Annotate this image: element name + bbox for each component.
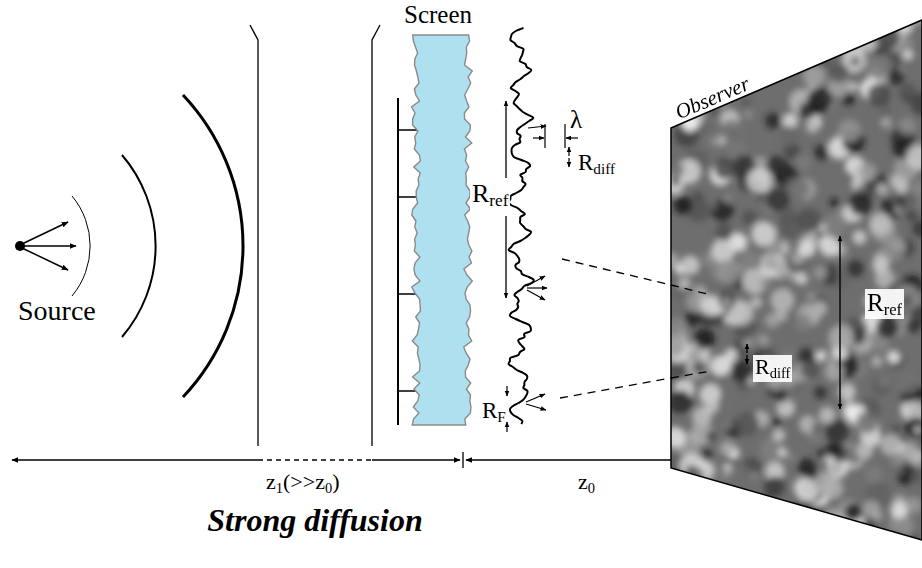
screen-shape — [408, 35, 480, 427]
title-label: Strong diffusion — [207, 503, 423, 538]
speckle-pattern — [663, 4, 922, 556]
observer-plane: ObserverRrefRdiff — [671, 15, 922, 545]
spherical-wavefronts — [72, 95, 243, 397]
observer-arrows — [747, 236, 840, 409]
distorted-wavefront — [509, 28, 534, 424]
screen-band — [412, 35, 473, 425]
projection-lines — [560, 259, 671, 398]
rdiff-label: Rdiff — [578, 150, 615, 177]
rf-label: RF — [482, 398, 506, 425]
observer-outline — [671, 20, 922, 540]
projection-lines — [671, 285, 711, 378]
source-label: Source — [18, 296, 96, 327]
distance-axis — [12, 452, 708, 468]
lambda-label: λ — [570, 106, 582, 134]
rdiff-arrow — [568, 147, 569, 167]
rref-label: Rref — [470, 180, 510, 211]
rref-label: Rref — [865, 289, 904, 319]
source-rays — [22, 222, 76, 270]
z1-label: z1(>>z0) — [266, 470, 340, 497]
z0-label: z0 — [578, 470, 595, 497]
rdiff-label: Rdiff — [753, 355, 792, 382]
screen-title: Screen — [404, 1, 472, 29]
distance-break — [250, 25, 380, 446]
rf-arrow — [506, 386, 507, 432]
diffusing-screen: Screen — [408, 35, 480, 427]
scattered-rays — [526, 126, 547, 410]
